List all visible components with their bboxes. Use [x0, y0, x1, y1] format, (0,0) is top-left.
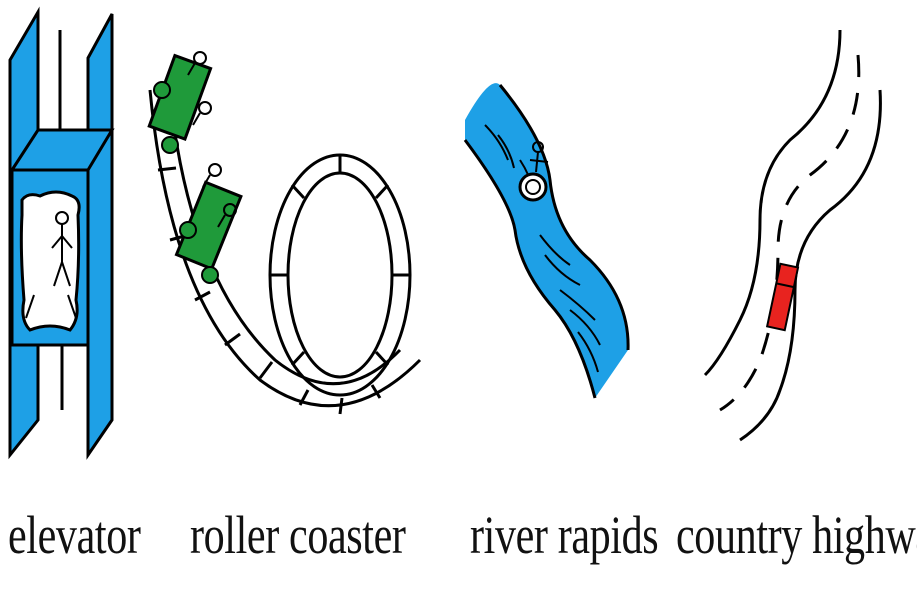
- roller-coaster-icon: [147, 51, 422, 415]
- country-highway-figure: [690, 0, 890, 470]
- label-country-highway: country highway: [676, 505, 917, 565]
- roller-coaster-figure: [140, 0, 440, 470]
- elevator-icon: [8, 6, 115, 460]
- label-river-rapids: river rapids: [470, 505, 659, 565]
- label-elevator: elevator: [8, 505, 141, 565]
- river-rapids-figure: [460, 0, 640, 470]
- elevator-figure: [0, 0, 130, 470]
- country-highway-icon: [703, 29, 882, 442]
- label-roller-coaster: roller coaster: [190, 505, 406, 565]
- river-rapids-icon: [463, 83, 630, 399]
